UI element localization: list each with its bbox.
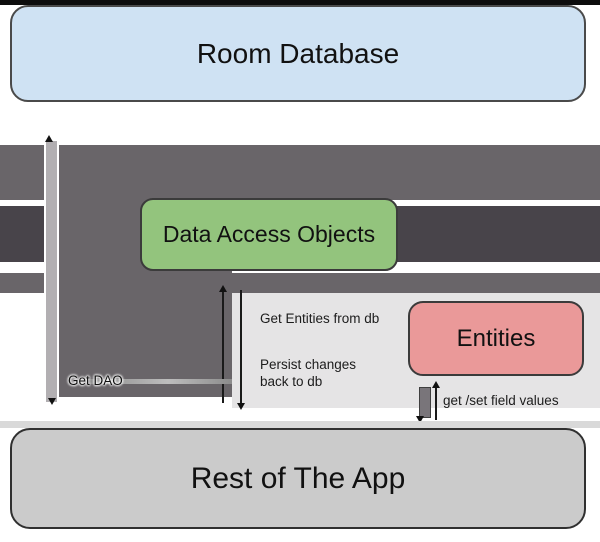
gray-arrow-block [57, 145, 232, 397]
node-room-database: Room Database [10, 5, 586, 102]
arrowhead-up-icon [45, 135, 53, 142]
arrowhead-up-icon [432, 381, 440, 388]
node-dao-label: Data Access Objects [162, 221, 376, 247]
arrowhead-down-icon [416, 416, 424, 423]
edge-label-get-set-field-values: get /set field values [443, 393, 559, 408]
node-room-database-label: Room Database [196, 37, 400, 69]
top-edge-strip [0, 0, 600, 5]
node-data-access-objects: Data Access Objects [140, 198, 398, 271]
arrowhead-down-icon [48, 398, 56, 405]
node-entities-label: Entities [456, 324, 536, 352]
edge-label-get-dao: Get DAO [68, 373, 123, 388]
light-strip-above-footer [0, 421, 600, 428]
thin-arrow-up-line [222, 292, 224, 403]
thin-arrow-down-line [240, 290, 242, 403]
edge-label-persist-changes-line2: back to db [260, 374, 323, 389]
arrowhead-up-icon [219, 285, 227, 292]
get-dao-arrow-line [90, 379, 232, 384]
node-entities: Entities [408, 301, 584, 376]
edge-label-get-entities: Get Entities from db [260, 311, 380, 326]
mini-gray-arrow-bar [419, 387, 431, 418]
node-rest-of-app-label: Rest of The App [190, 461, 406, 495]
arrowhead-down-icon [237, 403, 245, 410]
vertical-light-arrow-bar [46, 141, 57, 402]
edge-label-persist-changes-line1: Persist changes [260, 357, 357, 372]
node-rest-of-the-app: Rest of The App [10, 428, 586, 529]
mini-thin-arrow-line [435, 387, 437, 420]
